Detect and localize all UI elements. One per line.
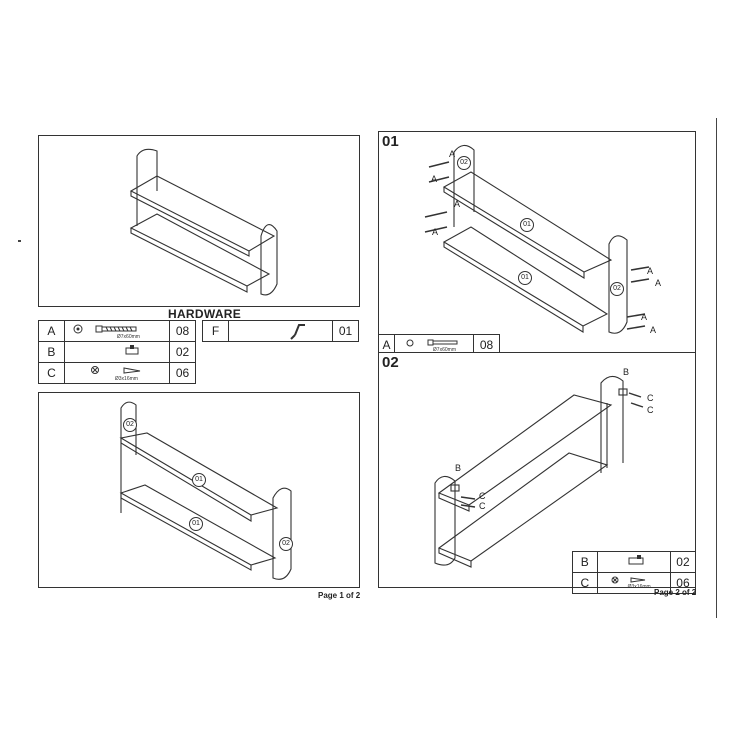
bolt-icon: [406, 339, 458, 347]
screw-label: C: [479, 501, 486, 511]
hardware-letter: C: [38, 362, 65, 384]
hardware-row-b: B 02: [572, 551, 697, 573]
step-number: 02: [382, 354, 399, 371]
screw-label: A: [641, 312, 648, 322]
screw-label: C: [479, 491, 486, 501]
cam-label: B: [623, 367, 630, 377]
hardware-qty: 02: [169, 341, 196, 363]
cam-label: B: [455, 463, 462, 473]
screw-label: C: [647, 393, 654, 403]
screw-icon: [611, 576, 645, 584]
screw-label: A: [454, 199, 461, 209]
hardware-row-f: F 01: [202, 320, 359, 342]
screw-label: A: [650, 325, 657, 335]
hardware-row-a: A Ø7x60mm 08: [378, 334, 500, 356]
allen-key-cell: [228, 320, 333, 342]
hardware-qty: 01: [332, 320, 359, 342]
hardware-qty: 08: [169, 320, 196, 342]
hardware-row-a: A Ø7x60mm 08: [38, 320, 196, 342]
hardware-qty: 08: [473, 334, 500, 356]
step-01-hardware-table: A Ø7x60mm 08: [378, 334, 500, 356]
part-number-badge: 02: [457, 156, 471, 170]
bolt-spec: Ø7x60mm: [432, 347, 456, 353]
hardware-table: A Ø7x60mm 08 B: [38, 320, 196, 384]
hardware-letter: B: [38, 341, 65, 363]
screw-label: C: [647, 405, 654, 415]
screw-cell: Ø3x16mm: [63, 362, 171, 384]
hardware-row-c: C Ø3x16mm 06: [572, 572, 697, 594]
part-number-badge: 02: [123, 418, 137, 432]
screw-label: A: [655, 278, 662, 288]
part-number-badge: 01: [192, 473, 206, 487]
part-number-badge: 01: [518, 271, 532, 285]
bolt-cell: Ø7x60mm: [63, 320, 171, 342]
bolt-spec: Ø7x60mm: [116, 334, 140, 340]
screw-label: A: [432, 227, 439, 237]
part-number-badge: 02: [279, 537, 293, 551]
hardware-letter: B: [572, 551, 598, 573]
page-number: Page 2 of 2: [654, 588, 697, 597]
screw-label: A: [449, 149, 456, 159]
part-number-badge: 01: [189, 517, 203, 531]
step-01-drawing: [424, 144, 650, 334]
cam-cell: [63, 341, 171, 363]
screw-spec: Ø3x16mm: [114, 376, 138, 382]
hardware-letter: A: [38, 320, 65, 342]
hardware-qty: 06: [169, 362, 196, 384]
parts-panel: 02 01 01 02: [38, 392, 360, 588]
assembled-shelf-drawing: [129, 148, 278, 296]
screw-label: A: [431, 174, 438, 184]
step-02-hardware-table: B 02 C Ø3x16mm 06: [572, 551, 697, 594]
hardware-table-f: F 01: [202, 320, 359, 342]
hardware-title: HARDWARE: [168, 307, 242, 321]
overview-panel: [38, 135, 360, 307]
screw-spec: Ø3x16mm: [627, 584, 651, 590]
part-number-badge: 01: [520, 218, 534, 232]
parts-drawing: [119, 401, 292, 580]
hardware-row-c: C Ø3x16mm 06: [38, 362, 196, 384]
page-edge-line: [716, 118, 717, 618]
step-number: 01: [382, 133, 399, 150]
cam-lock-icon: [125, 345, 139, 355]
hardware-letter: C: [572, 572, 598, 594]
part-number-badge: 02: [610, 282, 624, 296]
cam-cell: [596, 551, 671, 573]
step-02-panel: 02 B C C: [378, 352, 696, 588]
screw-cell: Ø3x16mm: [596, 572, 671, 594]
allen-key-icon: [290, 324, 305, 340]
hardware-row-b: B 02: [38, 341, 196, 363]
scan-mark: [18, 240, 21, 242]
screw-label: A: [647, 266, 654, 276]
page-number: Page 1 of 2: [318, 591, 361, 600]
cam-lock-icon: [628, 555, 644, 565]
step-01-panel: 01 02 01 01 02 A A A A A A A A: [378, 131, 696, 355]
bolt-icon: [73, 324, 137, 334]
step-02-drawing: [434, 375, 644, 568]
screw-icon: [90, 366, 140, 374]
hardware-letter: F: [202, 320, 229, 342]
hardware-qty: 06: [669, 572, 697, 594]
